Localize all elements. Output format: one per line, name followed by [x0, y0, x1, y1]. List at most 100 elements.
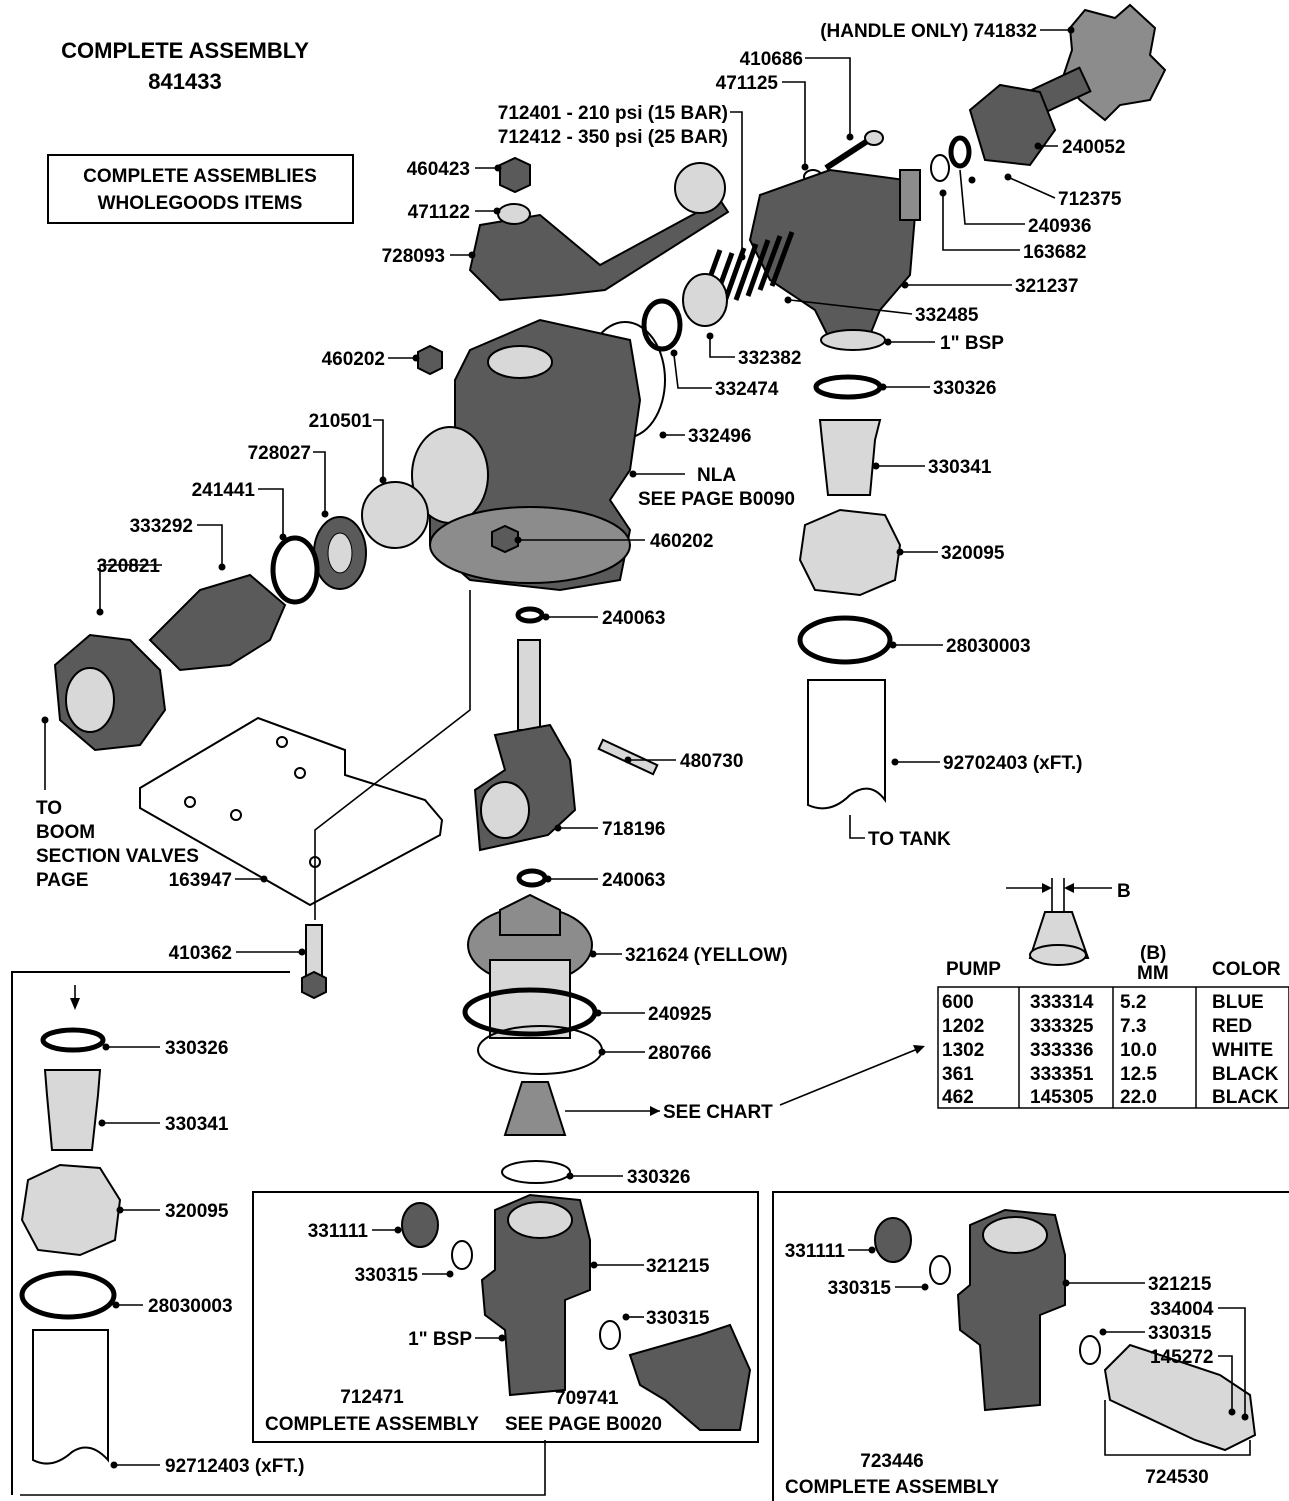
valve-709741 [628, 1323, 752, 1431]
plunger-332382 [682, 273, 728, 327]
label-320095-r: 320095 [941, 543, 1005, 564]
label-boom: BOOM [36, 822, 95, 843]
chart-cell-color: WHITE [1212, 1040, 1273, 1061]
hose-barb-330341-r [818, 419, 882, 496]
label-240052: 240052 [1062, 137, 1125, 158]
label-240063-b: 240063 [602, 870, 665, 891]
right-label-724530: 724530 [1145, 1467, 1208, 1488]
nozzle-724530 [1103, 1343, 1257, 1452]
label-page: PAGE [36, 870, 88, 891]
left-inset-box [11, 971, 290, 1495]
label-728027: 728027 [248, 443, 311, 464]
nut-460202-top [417, 344, 443, 376]
label-to-tank: TO TANK [868, 829, 951, 850]
valve-base [429, 506, 631, 584]
chart-header-pump: PUMP [946, 959, 1001, 980]
ball-210501 [361, 481, 429, 549]
tee-321215-r [956, 1208, 1066, 1412]
chart-cell-part: 333325 [1030, 1016, 1094, 1037]
label-332496: 332496 [688, 426, 751, 447]
label-410686: 410686 [740, 49, 803, 70]
chart-cell-pump: 1302 [942, 1040, 984, 1061]
right-label-145272: 145272 [1150, 1347, 1213, 1368]
label-330341-r: 330341 [928, 457, 992, 478]
label-410362: 410362 [169, 943, 232, 964]
label-460423: 460423 [407, 159, 470, 180]
label-712412: 712412 - 350 psi (25 BAR) [498, 127, 728, 148]
label-332485: 332485 [915, 305, 979, 326]
mid-label-330315-b: 330315 [646, 1308, 710, 1329]
chart-cell-color: BLUE [1212, 992, 1264, 1013]
chart-cell-part: 333314 [1030, 992, 1094, 1013]
label-see-b0090: SEE PAGE B0090 [638, 489, 795, 510]
bolt-head-410686 [864, 130, 884, 146]
fitting-333292 [148, 573, 287, 672]
label-240925: 240925 [648, 1004, 712, 1025]
label-see-chart: SEE CHART [663, 1102, 773, 1123]
wholegoods-line2: WHOLEGOODS ITEMS [98, 193, 303, 214]
hose-92712403 [32, 1329, 109, 1465]
o-ring-240063-a [515, 606, 545, 624]
orifice-chart: PUMP (B) MM COLOR 600 333314 5.2 BLUE 12… [937, 878, 1289, 1109]
wholegoods-line1: COMPLETE ASSEMBLIES [83, 166, 317, 187]
label-332474: 332474 [715, 379, 779, 400]
washer-240936 [930, 154, 950, 182]
clamp-28030003-r [797, 615, 893, 665]
label-163682: 163682 [1023, 242, 1086, 263]
label-163947: 163947 [169, 870, 232, 891]
mid-label-complete-assembly: COMPLETE ASSEMBLY [265, 1414, 479, 1435]
right-inset-labels: 331111 330315 321215 334004 330315 14527… [785, 1241, 1214, 1498]
chart-cell-mm: 7.3 [1120, 1016, 1146, 1037]
o-ring-330315-r2 [1079, 1335, 1101, 1365]
nut-460423 [499, 156, 531, 194]
chart-row: 361 333351 12.5 BLACK [942, 1064, 1279, 1085]
label-330326-r: 330326 [933, 378, 996, 399]
tee-321215-m [480, 1193, 591, 1397]
nut-460202-bottom [491, 524, 519, 554]
label-section-valves: SECTION VALVES [36, 846, 199, 867]
middle-inset-box [252, 1191, 759, 1443]
label-332382: 332382 [738, 348, 801, 369]
label-480730: 480730 [680, 751, 743, 772]
label-330341-l: 330341 [165, 1114, 229, 1135]
chart-header-mm: MM [1137, 963, 1169, 984]
label-333292: 333292 [130, 516, 193, 537]
chart-cell-mm: 10.0 [1120, 1040, 1157, 1061]
label-280766: 280766 [648, 1043, 711, 1064]
label-471125: 471125 [716, 73, 779, 94]
label-320095-l: 320095 [165, 1201, 229, 1222]
label-92712403: 92712403 (xFT.) [165, 1456, 304, 1477]
o-ring-241441 [270, 535, 320, 605]
chart-header-color: COLOR [1212, 959, 1281, 980]
mid-label-321215: 321215 [646, 1256, 710, 1277]
mid-label-709741: 709741 [555, 1388, 619, 1409]
parts-illustration [19, 3, 1257, 1465]
o-ring-330326-r [813, 374, 883, 400]
chart-cell-color: BLACK [1212, 1087, 1279, 1108]
o-ring-330315-m1 [451, 1240, 473, 1270]
strainer-body [489, 959, 571, 1039]
chart-cell-pump: 1202 [942, 1016, 984, 1037]
right-label-321215: 321215 [1148, 1274, 1212, 1295]
label-321624: 321624 (YELLOW) [625, 945, 788, 966]
label-330326-c: 330326 [627, 1167, 690, 1188]
label-92702403: 92702403 (xFT.) [943, 753, 1082, 774]
wholegoods-box [47, 154, 354, 224]
label-460202-a: 460202 [322, 349, 385, 370]
chart-row: 462 145305 22.0 BLACK [942, 1087, 1279, 1108]
chart-cell-part: 145305 [1030, 1087, 1094, 1108]
label-240936: 240936 [1028, 216, 1091, 237]
label-handle-only: (HANDLE ONLY) 741832 [820, 21, 1037, 42]
o-ring-330326-c [501, 1160, 571, 1184]
label-bsp-top: 1" BSP [940, 333, 1004, 354]
relief-valve-thread [899, 169, 921, 221]
nut-320095-r [798, 508, 902, 597]
mid-label-see-b0020: SEE PAGE B0020 [505, 1414, 662, 1435]
label-471122: 471122 [408, 202, 470, 223]
label-320821: 320821 [97, 556, 161, 577]
chart-cell-mm: 22.0 [1120, 1087, 1157, 1108]
part-labels: (HANDLE ONLY) 741832 410686 471125 71240… [36, 21, 1131, 1477]
assembly-title-line1: COMPLETE ASSEMBLY [61, 38, 309, 63]
middle-inset-labels: 331111 330315 321215 330315 1" BSP 71247… [265, 1221, 710, 1435]
nut-320095-l [20, 1163, 122, 1257]
